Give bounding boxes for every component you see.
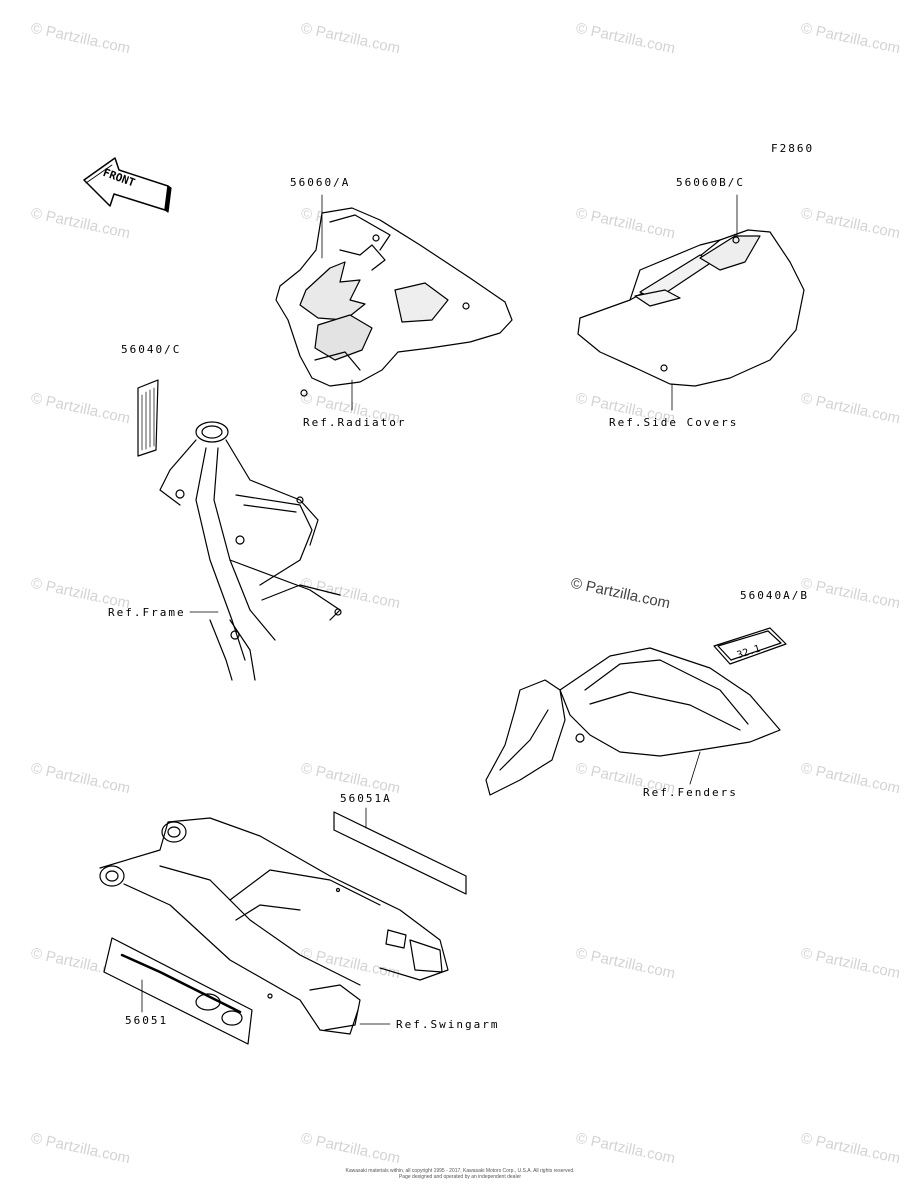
part-number-fender-label[interactable]: 56040A/B bbox=[740, 589, 809, 602]
swingarm-drawing bbox=[99, 817, 449, 1035]
front-arrow-icon: FRONT bbox=[83, 157, 172, 213]
part-number-swingarm-strip[interactable]: 56051A bbox=[340, 792, 392, 805]
side-cover-drawing bbox=[577, 194, 805, 411]
part-number-radiator-shroud[interactable]: 56060/A bbox=[290, 176, 351, 189]
ref-radiator-label: Ref.Radiator bbox=[303, 416, 407, 429]
frame-label-sticker bbox=[137, 379, 159, 457]
part-number-side-cover[interactable]: 56060B/C bbox=[676, 176, 745, 189]
radiator-shroud-drawing bbox=[275, 194, 513, 411]
ref-side-covers-label: Ref.Side Covers bbox=[609, 416, 739, 429]
frame-drawing bbox=[159, 421, 342, 681]
figure-code: F2860 bbox=[771, 142, 815, 155]
ref-fenders-label: Ref.Fenders bbox=[643, 786, 738, 799]
swingarm-strip-sticker bbox=[333, 807, 467, 895]
rear-fender-drawing bbox=[485, 647, 781, 796]
ref-swingarm-label: Ref.Swingarm bbox=[396, 1018, 500, 1031]
fender-label-tag: 32.1 bbox=[713, 627, 787, 665]
swingarm-logo-sticker bbox=[103, 937, 253, 1045]
part-number-swingarm-logo[interactable]: 56051 bbox=[125, 1014, 169, 1027]
footer-line-1: Kawasaki materials within, all copyright… bbox=[345, 1168, 575, 1174]
footer-line-2: Page designed and operated by an indepen… bbox=[398, 1174, 522, 1180]
ref-frame-label: Ref.Frame bbox=[108, 606, 186, 619]
part-number-frame-label[interactable]: 56040/C bbox=[121, 343, 182, 356]
footer-copyright: Kawasaki materials within, all copyright… bbox=[250, 1168, 670, 1180]
